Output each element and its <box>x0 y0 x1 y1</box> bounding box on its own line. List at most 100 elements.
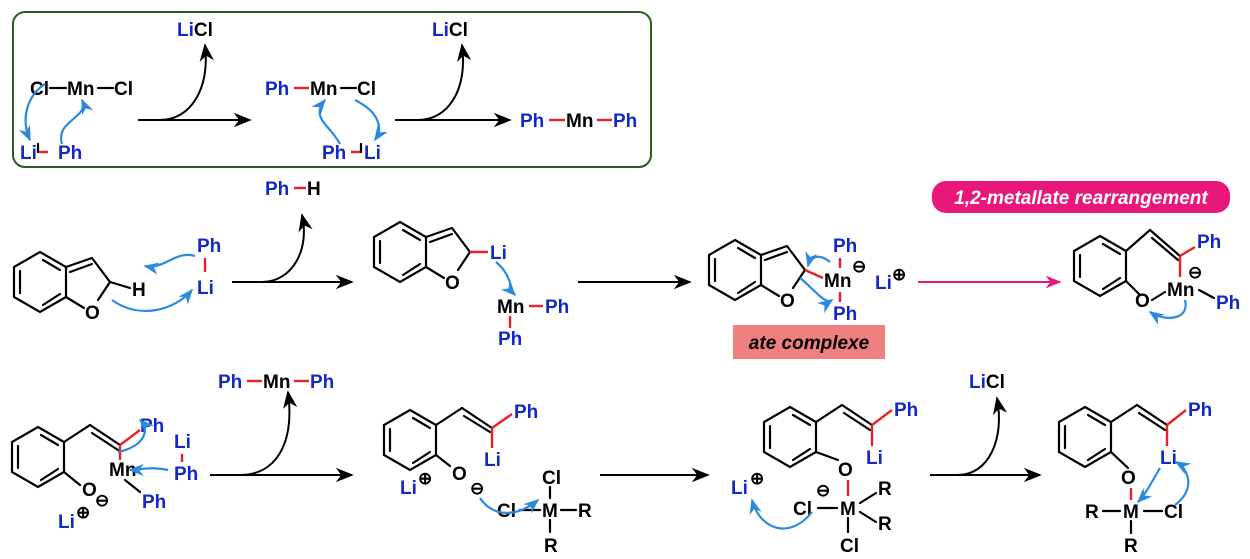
svg-text:Ph: Ph <box>58 143 82 164</box>
svg-text:Ph: Ph <box>520 111 544 132</box>
svg-text:O: O <box>780 291 795 312</box>
phenyllithium-4: Li Ph <box>174 432 198 485</box>
svg-text:R: R <box>1085 502 1099 523</box>
svg-text:H: H <box>132 280 146 301</box>
svg-text:O: O <box>85 303 100 324</box>
svg-text:⊖: ⊖ <box>95 491 109 510</box>
svg-text:Ph: Ph <box>142 492 166 513</box>
curved-electron-arrow-3 <box>311 98 341 145</box>
svg-text:R: R <box>1124 536 1138 557</box>
svg-text:Ph: Ph <box>1188 400 1212 421</box>
rearrangement-badge <box>932 181 1230 213</box>
svg-text:Ph: Ph <box>833 236 857 257</box>
svg-text:Mn: Mn <box>566 111 593 132</box>
phenol-ring-3: O <box>382 406 494 485</box>
svg-text:Cl: Cl <box>114 79 133 100</box>
svg-text:R: R <box>578 501 592 522</box>
svg-text:Li: Li <box>20 143 37 164</box>
svg-text:Ph: Ph <box>218 372 242 393</box>
svg-text:M: M <box>1123 502 1139 523</box>
svg-text:Cl: Cl <box>542 468 561 489</box>
ate-complex-badge <box>733 325 885 359</box>
svg-text:⊖: ⊖ <box>470 479 484 498</box>
svg-text:Ph: Ph <box>498 329 522 350</box>
curved-electron-arrow-11 <box>128 463 169 477</box>
svg-text:Ph: Ph <box>197 236 221 257</box>
curved-electron-arrow-8 <box>805 251 831 268</box>
svg-text:⊕: ⊕ <box>76 503 90 522</box>
svg-text:Cl: Cl <box>793 499 812 520</box>
svg-text:Mn: Mn <box>67 79 94 100</box>
svg-text:⊖: ⊖ <box>852 257 866 276</box>
svg-text:ate complexe: ate complexe <box>749 333 870 354</box>
svg-text:Mn: Mn <box>263 372 290 393</box>
svg-text:Li: Li <box>197 278 214 299</box>
curved-electron-arrow-16 <box>1174 461 1192 506</box>
svg-text:O: O <box>82 480 97 501</box>
svg-text:⊕: ⊕ <box>418 469 432 488</box>
svg-text:Ph: Ph <box>310 372 334 393</box>
svg-text:Mn: Mn <box>1167 280 1194 301</box>
svg-text:Ph: Ph <box>894 400 918 421</box>
svg-text:Cl: Cl <box>497 501 516 522</box>
svg-text:⊖: ⊖ <box>1188 263 1202 282</box>
benzofuran-ring-3: O <box>707 238 807 312</box>
svg-text:Mn: Mn <box>497 297 524 318</box>
svg-text:Ph: Ph <box>1216 293 1240 314</box>
curved-electron-arrow-7 <box>495 261 517 297</box>
svg-text:Ph: Ph <box>322 143 346 164</box>
curved-electron-arrow-10 <box>1148 299 1187 325</box>
curved-electron-arrow-14 <box>749 498 813 530</box>
svg-text:Ph: Ph <box>265 179 289 200</box>
phenol-ring-2: O <box>10 423 122 501</box>
svg-text:⊖: ⊖ <box>816 481 830 500</box>
svg-text:R: R <box>544 536 558 557</box>
svg-text:M: M <box>840 499 856 520</box>
transmetallation-box <box>12 11 652 168</box>
svg-text:Ph: Ph <box>833 304 857 325</box>
svg-text:Mn: Mn <box>824 271 851 292</box>
svg-text:Ph: Ph <box>514 402 538 423</box>
curved-electron-arrow-13 <box>479 497 540 514</box>
phenol-ring-4: O <box>762 403 874 481</box>
metal-salt-3: M R Cl R <box>1085 488 1183 557</box>
curved-electron-arrow-12 <box>117 418 155 454</box>
svg-text:⊕: ⊕ <box>892 265 906 284</box>
svg-text:O: O <box>1135 291 1150 312</box>
curved-electron-arrow-2 <box>60 98 94 145</box>
svg-text:LiCl: LiCl <box>432 20 468 41</box>
svg-text:Li: Li <box>174 432 191 453</box>
diphenylmanganese-2: Mn Ph Ph <box>497 297 569 350</box>
svg-text:LiCl: LiCl <box>177 20 213 41</box>
ate-complex-mn: Mn ⊖ Ph Ph Li ⊕ <box>824 236 906 325</box>
svg-text:Cl: Cl <box>357 79 376 100</box>
diphenylmanganese-1: Ph Mn Ph <box>520 111 637 132</box>
svg-text:Ph: Ph <box>613 111 637 132</box>
svg-text:H: H <box>307 179 321 200</box>
svg-text:Mn: Mn <box>310 79 337 100</box>
curved-electron-arrow-4 <box>354 99 388 142</box>
svg-text:Cl: Cl <box>840 536 859 557</box>
svg-text:Li: Li <box>490 243 507 264</box>
mn-center-1: Mn ⊖ Ph <box>1150 263 1240 314</box>
svg-text:Cl: Cl <box>1164 502 1183 523</box>
svg-text:Ph: Ph <box>265 79 289 100</box>
metal-salt-2: ⊖ M Cl R R Cl <box>793 479 892 557</box>
svg-text:Ph: Ph <box>174 464 198 485</box>
phenol-ring-5: O <box>1057 403 1169 489</box>
svg-text:Li: Li <box>1160 448 1177 469</box>
svg-text:Li: Li <box>484 450 501 471</box>
svg-text:R: R <box>878 514 892 535</box>
svg-text:O: O <box>838 460 853 481</box>
svg-text:Li: Li <box>866 448 883 469</box>
svg-text:LiCl: LiCl <box>969 372 1005 393</box>
benzofuran-ring-1: O <box>12 250 112 324</box>
curved-electron-arrow-9 <box>799 277 834 314</box>
svg-text:Li: Li <box>58 512 75 533</box>
mncl2: Cl Mn Cl <box>30 79 133 100</box>
benzofuran-ring-2: O <box>372 220 472 294</box>
curved-electron-arrow-1 <box>18 83 46 142</box>
svg-text:O: O <box>1121 468 1136 489</box>
phenol-ring-1: O <box>1072 228 1182 312</box>
